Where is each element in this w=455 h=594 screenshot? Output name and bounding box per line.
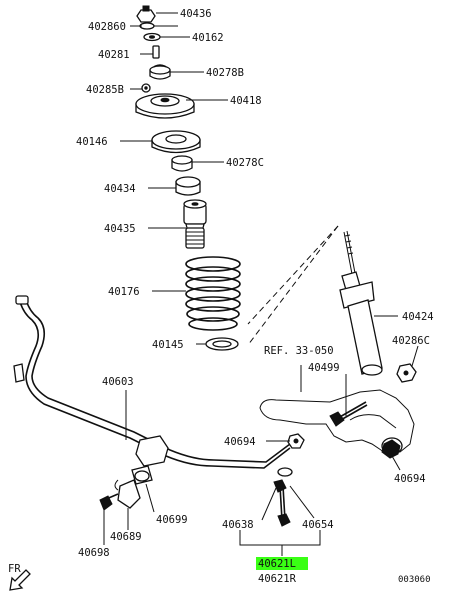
part-40436-nut[interactable]: [136, 5, 156, 23]
label-40145[interactable]: 40145: [152, 339, 184, 351]
label-40436[interactable]: 40436: [180, 8, 212, 20]
part-40699-bushing[interactable]: [131, 435, 169, 485]
label-40603[interactable]: 40603: [102, 376, 134, 388]
label-40689[interactable]: 40689: [110, 531, 142, 543]
highlight-40621L: [256, 557, 308, 570]
label-40281[interactable]: 40281: [98, 49, 130, 61]
label-40424[interactable]: 40424: [402, 311, 434, 323]
label-40499[interactable]: 40499: [308, 362, 340, 374]
part-40145-spring-pad[interactable]: [205, 337, 239, 351]
front-direction-indicator: FR: [8, 563, 31, 591]
part-40689-bracket[interactable]: [114, 479, 141, 509]
arrow-down-left-icon: [9, 569, 31, 591]
label-40694-left[interactable]: 40694: [224, 436, 256, 448]
leader-lines: [103, 12, 419, 556]
part-402860-washer[interactable]: [139, 22, 155, 30]
label-40146[interactable]: 40146: [76, 136, 108, 148]
part-40694-nut-left[interactable]: [287, 433, 305, 449]
label-40162[interactable]: 40162: [192, 32, 224, 44]
part-40278B-bushing[interactable]: [149, 64, 171, 80]
part-40434-bump-cap[interactable]: [175, 176, 201, 196]
part-40435-dust-boot[interactable]: [183, 199, 207, 249]
part-40146-bearing[interactable]: [151, 130, 201, 154]
label-40638[interactable]: 40638: [222, 519, 254, 531]
part-40176-coil-spring[interactable]: [185, 256, 241, 331]
label-40694-right[interactable]: 40694: [394, 473, 426, 485]
label-40621R[interactable]: 40621R: [258, 573, 297, 585]
part-40621-stabilizer-link[interactable]: [273, 467, 293, 527]
part-40698-bolt[interactable]: [99, 493, 119, 511]
dashed-reference-lines: [247, 225, 339, 346]
part-40285B-nut[interactable]: [141, 83, 151, 93]
part-40286C-nut[interactable]: [396, 363, 417, 383]
part-labels: 40436 402860 40162 40281 40278B 40285B 4…: [76, 8, 434, 585]
label-40434[interactable]: 40434: [104, 183, 136, 195]
label-40418[interactable]: 40418: [230, 95, 262, 107]
drawing-code: 003060: [398, 575, 431, 585]
label-40286C[interactable]: 40286C: [392, 335, 430, 347]
label-40699[interactable]: 40699: [156, 514, 188, 526]
label-40698[interactable]: 40698: [78, 547, 110, 559]
label-40278B[interactable]: 40278B: [206, 67, 244, 79]
part-40278C-bushing[interactable]: [171, 155, 193, 172]
label-40621L[interactable]: 40621L: [258, 558, 296, 570]
front-label: FR: [8, 563, 21, 575]
reference-label[interactable]: REF. 33-050: [264, 345, 334, 357]
part-40603-stabilizer-bar[interactable]: [13, 295, 291, 469]
part-40162-plate[interactable]: [143, 32, 161, 42]
label-40435[interactable]: 40435: [104, 223, 136, 235]
label-40654[interactable]: 40654: [302, 519, 334, 531]
part-40418-strut-mount[interactable]: [135, 93, 195, 119]
part-40281-pin[interactable]: [152, 45, 160, 59]
part-40694-nut-right[interactable]: [381, 439, 401, 459]
label-40278C[interactable]: 40278C: [226, 157, 264, 169]
part-40424-shock-absorber[interactable]: [339, 230, 383, 376]
label-402860[interactable]: 402860: [88, 21, 126, 33]
label-40285B[interactable]: 40285B: [86, 84, 124, 96]
label-40176[interactable]: 40176: [108, 286, 140, 298]
part-40499-bolt[interactable]: [329, 401, 368, 427]
